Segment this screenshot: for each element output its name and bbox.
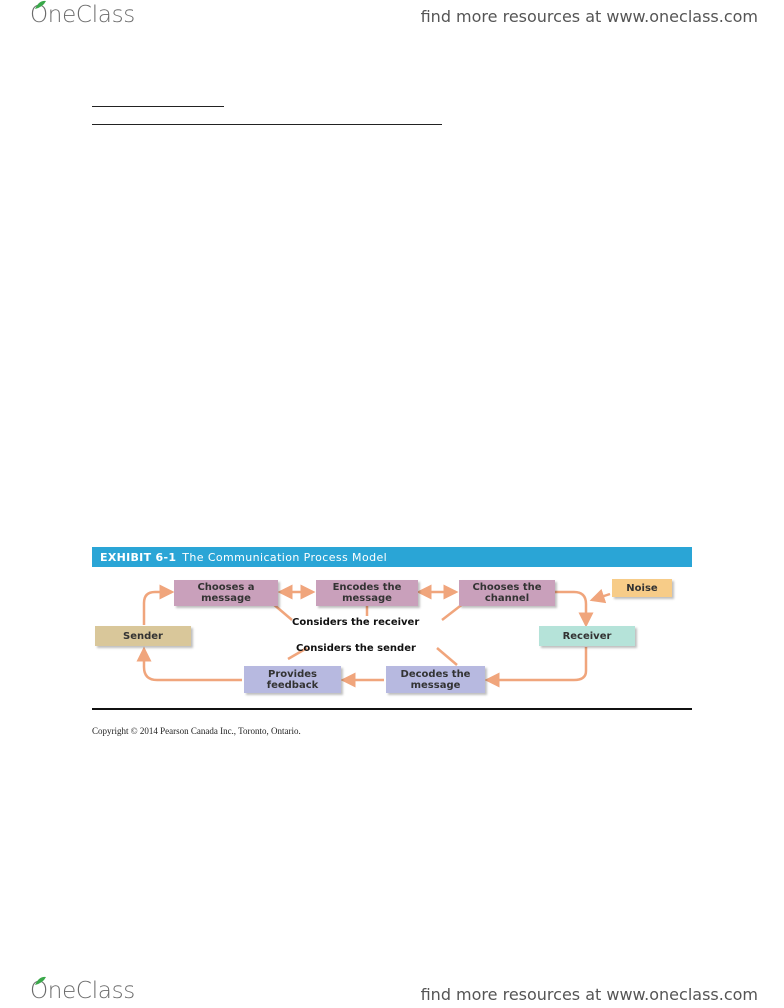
oneclass-logo-footer: OneClass [30, 976, 135, 1004]
leaf-icon [35, 0, 46, 9]
oneclass-logo: OneClass [30, 0, 135, 28]
logo-text: OneClass [30, 978, 135, 1004]
node-provides-feedback: Provides feedback [244, 666, 341, 693]
node-chooses-message: Chooses a message [174, 580, 278, 606]
underline-long [92, 124, 442, 125]
label-considers-receiver: Considers the receiver [292, 617, 420, 628]
exhibit-header: EXHIBIT 6-1 The Communication Process Mo… [92, 547, 692, 567]
exhibit-bottom-rule [92, 708, 692, 710]
node-sender: Sender [95, 626, 191, 646]
exhibit-label: EXHIBIT 6-1 [100, 550, 177, 564]
label-considers-sender: Considers the sender [296, 643, 416, 654]
copyright-text: Copyright © 2014 Pearson Canada Inc., To… [92, 726, 301, 736]
exhibit-title: The Communication Process Model [182, 550, 388, 564]
logo-text: OneClass [30, 2, 135, 28]
footer-tagline[interactable]: find more resources at www.oneclass.com [420, 985, 758, 1004]
exhibit-figure: EXHIBIT 6-1 The Communication Process Mo… [92, 547, 692, 712]
leaf-icon [35, 976, 46, 985]
node-receiver: Receiver [539, 626, 635, 646]
underline-short [92, 106, 224, 107]
node-decodes-message: Decodes the message [386, 666, 485, 693]
node-encodes-message: Encodes the message [316, 580, 418, 606]
node-noise: Noise [612, 579, 672, 597]
header-tagline[interactable]: find more resources at www.oneclass.com [420, 7, 758, 26]
node-chooses-channel: Chooses the channel [459, 580, 555, 606]
